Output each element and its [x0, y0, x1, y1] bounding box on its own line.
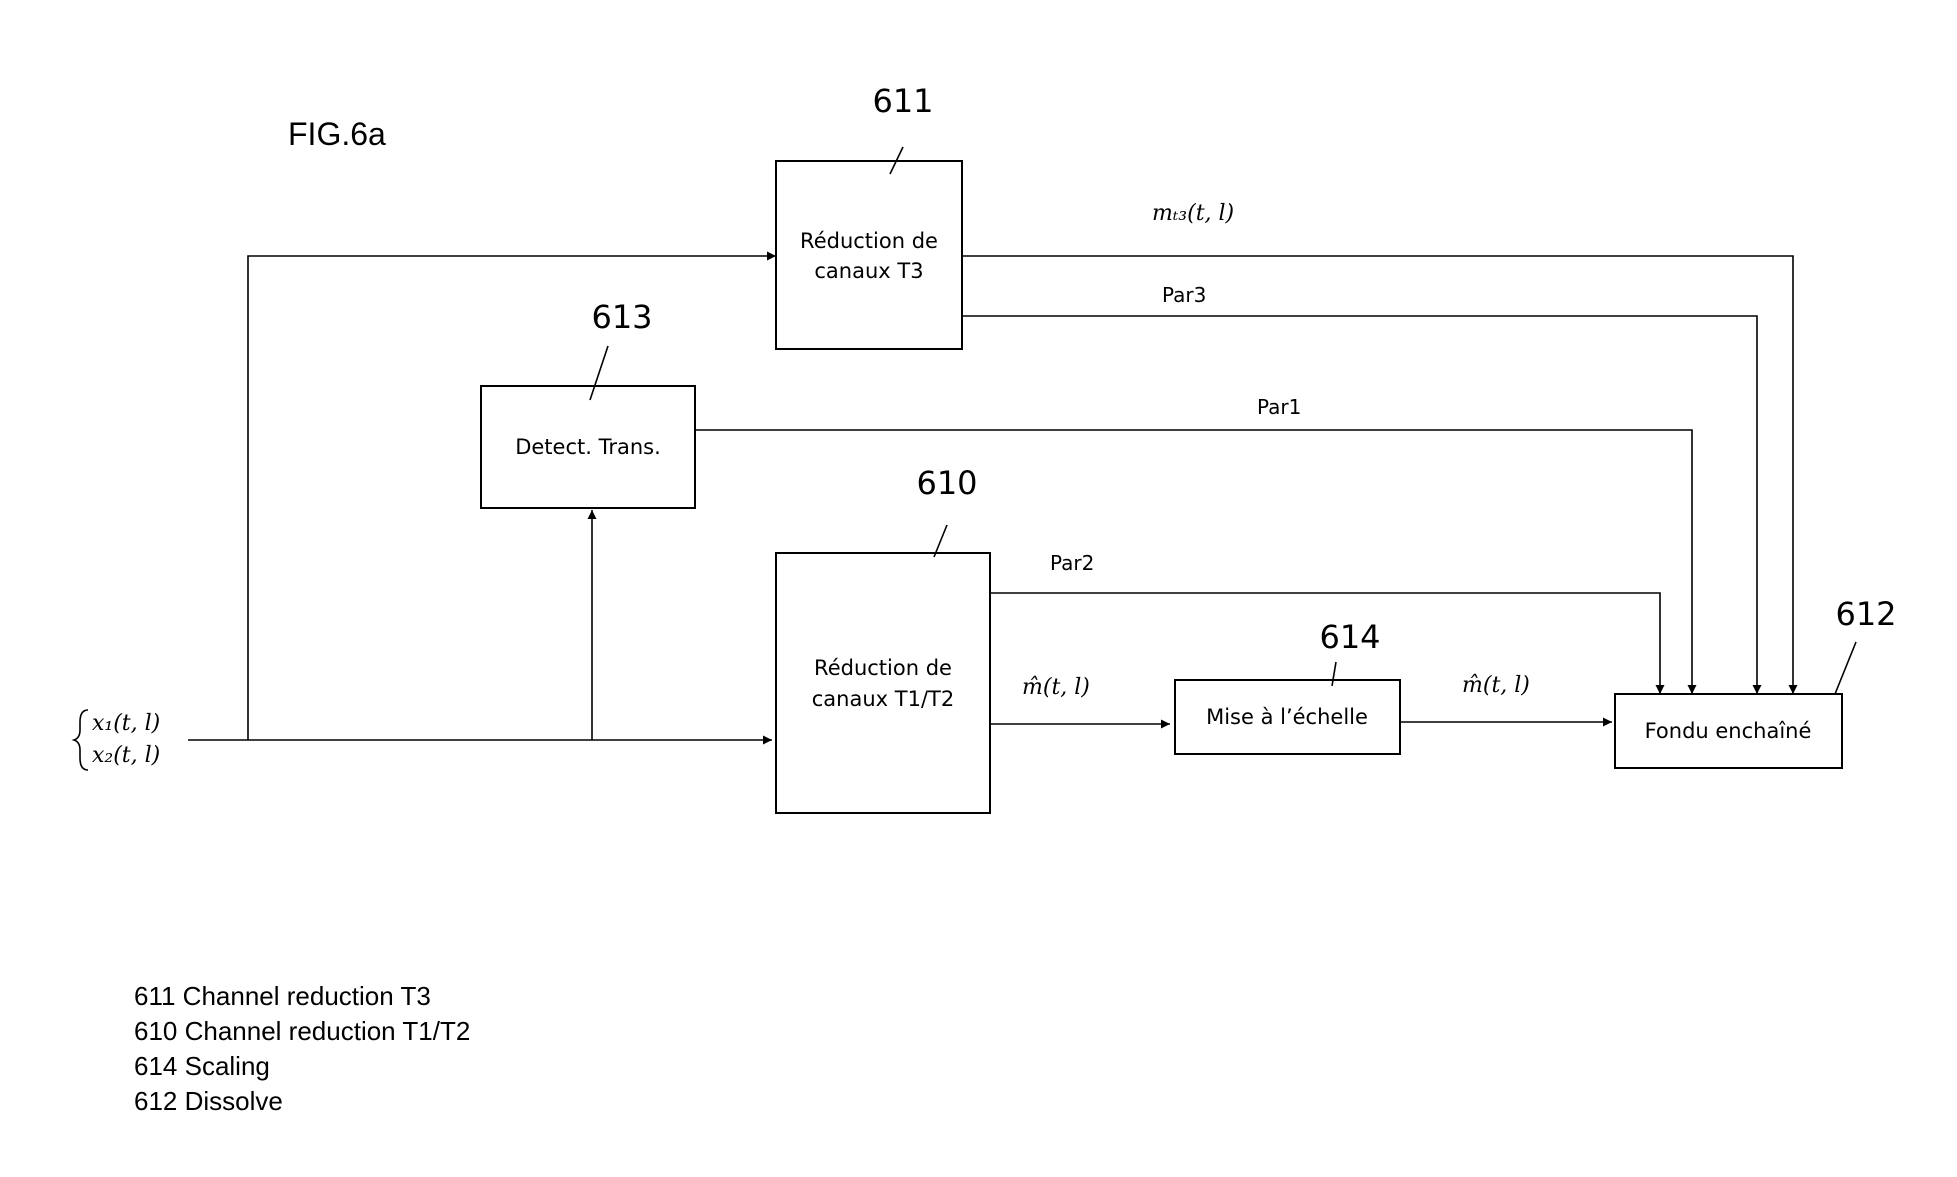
input-to-611-line — [247, 251, 776, 740]
block-614-box — [1174, 679, 1401, 755]
block-610-line2: canaux T1/T2 — [812, 687, 954, 711]
ref-614: 614 — [1319, 618, 1380, 656]
block-611-line1: Réduction de — [800, 229, 938, 253]
block-610: Réduction de canaux T1/T2 610 — [775, 464, 991, 814]
ref-613: 613 — [591, 298, 652, 336]
input-x1-label: x₁(t, l) — [92, 711, 160, 736]
ref-612-leader — [1834, 641, 1857, 695]
signal-par3-label: Par3 — [1162, 283, 1206, 307]
signal-par2-label: Par2 — [1050, 551, 1094, 575]
block-611-box — [775, 160, 963, 350]
ref-610-leader — [933, 524, 948, 558]
signal-par1-label: Par1 — [1257, 395, 1301, 419]
block-611-line2: canaux T3 — [814, 259, 923, 283]
signal-labels: mₜ₃(t, l) Par3 Par1 Par2 m̂(t, l) m̂(t, … — [1022, 201, 1530, 700]
signal-mhat1-label: m̂(t, l) — [1022, 675, 1090, 700]
signal-mhat2-label: m̂(t, l) — [1462, 673, 1530, 698]
input-x2-label: x₂(t, l) — [92, 743, 160, 768]
block-612-box — [1614, 693, 1843, 769]
block-612-line1: Fondu enchaîné — [1645, 719, 1812, 743]
block-613: Detect. Trans. 613 — [480, 298, 696, 509]
input-signals: x₁(t, l) x₂(t, l) — [71, 709, 160, 771]
block-613-line1: Detect. Trans. — [515, 435, 661, 459]
block-613-box — [480, 385, 696, 509]
ref-613-leader — [589, 345, 609, 401]
legend: 611 Channel reduction T3 610 Channel red… — [134, 981, 470, 1116]
legend-item-612: 612 Dissolve — [134, 1086, 283, 1116]
ref-614-leader — [1331, 661, 1337, 687]
block-610-line1: Réduction de — [814, 656, 952, 680]
ref-610: 610 — [916, 464, 977, 502]
par3-line — [960, 315, 1762, 694]
figure-label: FIG.6a — [288, 116, 386, 152]
signal-mt3-label: mₜ₃(t, l) — [1152, 201, 1234, 226]
par2-line — [990, 592, 1665, 694]
block-614: Mise à l’échelle 614 — [1174, 618, 1401, 755]
legend-item-614: 614 Scaling — [134, 1051, 270, 1081]
block-611: Réduction de canaux T3 611 — [775, 82, 963, 350]
connections — [188, 251, 1798, 745]
input-brace — [71, 709, 89, 771]
block-610-box — [775, 552, 991, 814]
block-614-line1: Mise à l’échelle — [1206, 705, 1368, 729]
par1-line — [694, 429, 1697, 694]
block-612: Fondu enchaîné 612 — [1614, 595, 1897, 769]
ref-611-leader — [889, 146, 904, 175]
legend-item-611: 611 Channel reduction T3 — [134, 981, 431, 1011]
legend-item-610: 610 Channel reduction T1/T2 — [134, 1016, 470, 1046]
ref-612: 612 — [1835, 595, 1896, 633]
ref-611: 611 — [872, 82, 933, 120]
mt3-line — [960, 255, 1798, 694]
